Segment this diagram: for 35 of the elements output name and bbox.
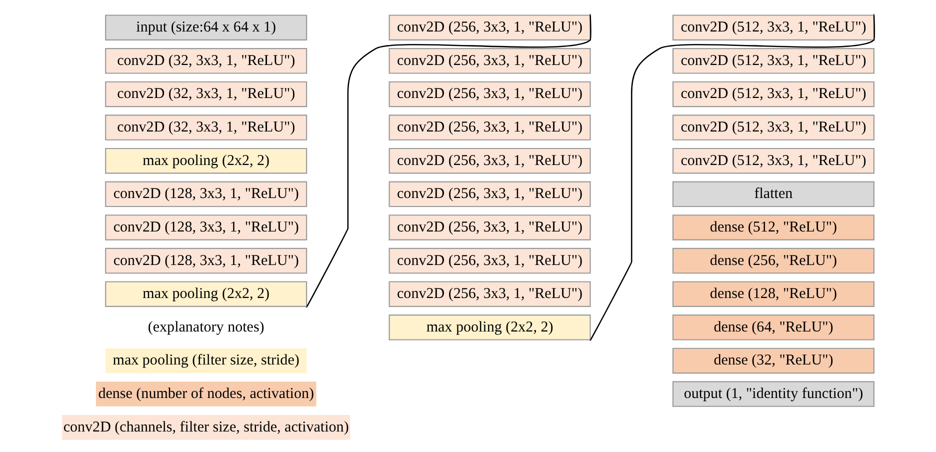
node-box: conv2D (512, 3x3, 1, "ReLU"): [672, 147, 874, 174]
node-box: conv2D (256, 3x3, 1, "ReLU"): [388, 14, 590, 40]
label: (explanatory notes): [147, 318, 264, 335]
node-box: conv2D (256, 3x3, 1, "ReLU"): [388, 114, 590, 140]
node-box: max pooling (2x2, 2): [104, 280, 307, 306]
legend-label: max pooling (filter size, stride): [112, 352, 299, 368]
node-box: conv2D (256, 3x3, 1, "ReLU"): [388, 147, 590, 174]
node-box: conv2D (512, 3x3, 1, "ReLU"): [672, 48, 874, 74]
node-box: conv2D (128, 3x3, 1, "ReLU"): [104, 180, 307, 207]
node-box: conv2D (256, 3x3, 1, "ReLU"): [388, 80, 590, 107]
node-box: conv2D (512, 3x3, 1, "ReLU"): [672, 14, 874, 40]
node-box: conv2D (256, 3x3, 1, "ReLU"): [388, 280, 590, 306]
node-box: conv2D (256, 3x3, 1, "ReLU"): [388, 247, 590, 274]
node-box: max pooling (2x2, 2): [388, 314, 590, 340]
node-box: conv2D (32, 3x3, 1, "ReLU"): [104, 48, 307, 74]
node-box: input (size:64 x 64 x 1): [104, 14, 307, 40]
node-box: dense (512, "ReLU"): [672, 214, 874, 240]
legend-label: dense (number of nodes, activation): [98, 386, 314, 402]
node-box: conv2D (32, 3x3, 1, "ReLU"): [104, 114, 307, 140]
node-box: conv2D (256, 3x3, 1, "ReLU"): [388, 214, 590, 240]
node-box: conv2D (512, 3x3, 1, "ReLU"): [672, 80, 874, 107]
node-box: conv2D (128, 3x3, 1, "ReLU"): [104, 247, 307, 274]
node-box: conv2D (32, 3x3, 1, "ReLU"): [104, 80, 307, 107]
node-box: max pooling (2x2, 2): [104, 147, 307, 174]
node-box: output (1, "identity function"): [672, 380, 874, 406]
node-box: dense (64, "ReLU"): [672, 314, 874, 340]
node-box: conv2D (512, 3x3, 1, "ReLU"): [672, 114, 874, 140]
node-box: dense (128, "ReLU"): [672, 280, 874, 306]
node-box: conv2D (256, 3x3, 1, "ReLU"): [388, 48, 590, 74]
node-box: flatten: [672, 180, 874, 207]
legend-label: conv2D (channels, filter size, stride, activation): [62, 418, 348, 435]
node-box: dense (32, "ReLU"): [672, 347, 874, 374]
node-box: conv2D (128, 3x3, 1, "ReLU"): [104, 214, 307, 240]
node-box: dense (256, "ReLU"): [672, 247, 874, 274]
node-box: conv2D (256, 3x3, 1, "ReLU"): [388, 180, 590, 207]
